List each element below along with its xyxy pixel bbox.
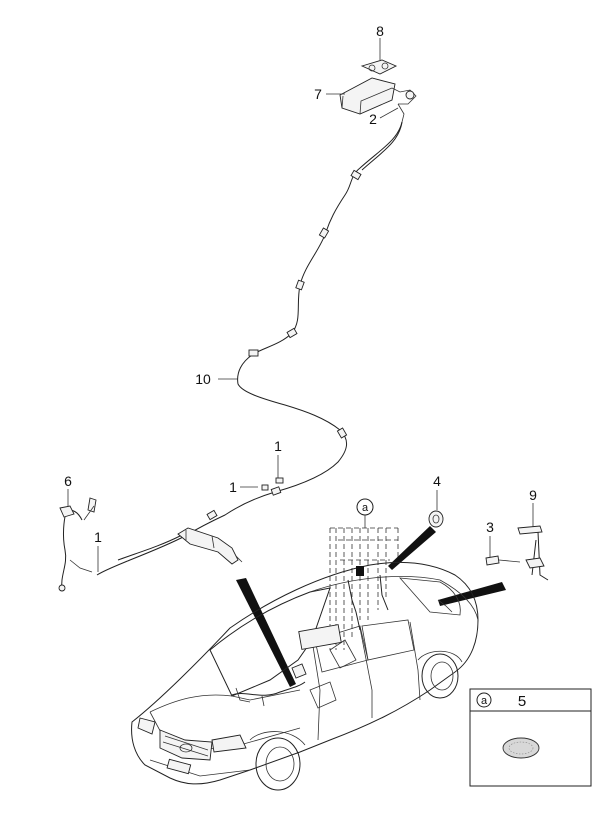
reference-marker-a: a — [356, 498, 374, 528]
callout-1a: 1 — [274, 438, 282, 454]
callout-8: 8 — [376, 23, 384, 39]
callout-1c: 1 — [94, 529, 102, 545]
plug-part-5 — [502, 737, 540, 759]
parts-3-and-9 — [485, 525, 549, 581]
callout-7: 7 — [314, 86, 322, 102]
svg-text:a: a — [362, 502, 369, 514]
grommet-part-4 — [428, 510, 444, 528]
vehicle-body — [131, 561, 479, 791]
callout-9: 9 — [529, 487, 537, 503]
callout-4: 4 — [433, 473, 441, 489]
callout-1b: 1 — [229, 479, 237, 495]
callout-2: 2 — [369, 111, 377, 127]
dashed-reference-lines — [329, 527, 399, 650]
legend-box: a 5 — [469, 688, 592, 787]
part-6-cable — [58, 497, 97, 592]
callout-numbers: 8 7 2 10 1 1 6 1 4 3 9 — [64, 23, 537, 545]
antenna-amplifier-assembly — [339, 59, 417, 123]
clip-parts — [261, 477, 284, 491]
callout-leader-lines — [67, 38, 534, 572]
legend-marker: a — [481, 695, 488, 707]
callout-3: 3 — [486, 519, 494, 535]
lower-harness-bracket — [117, 527, 243, 565]
antenna-feeder-cable — [96, 121, 403, 576]
legend-part-number: 5 — [518, 693, 526, 710]
callout-10: 10 — [195, 371, 211, 387]
callout-6: 6 — [64, 473, 72, 489]
